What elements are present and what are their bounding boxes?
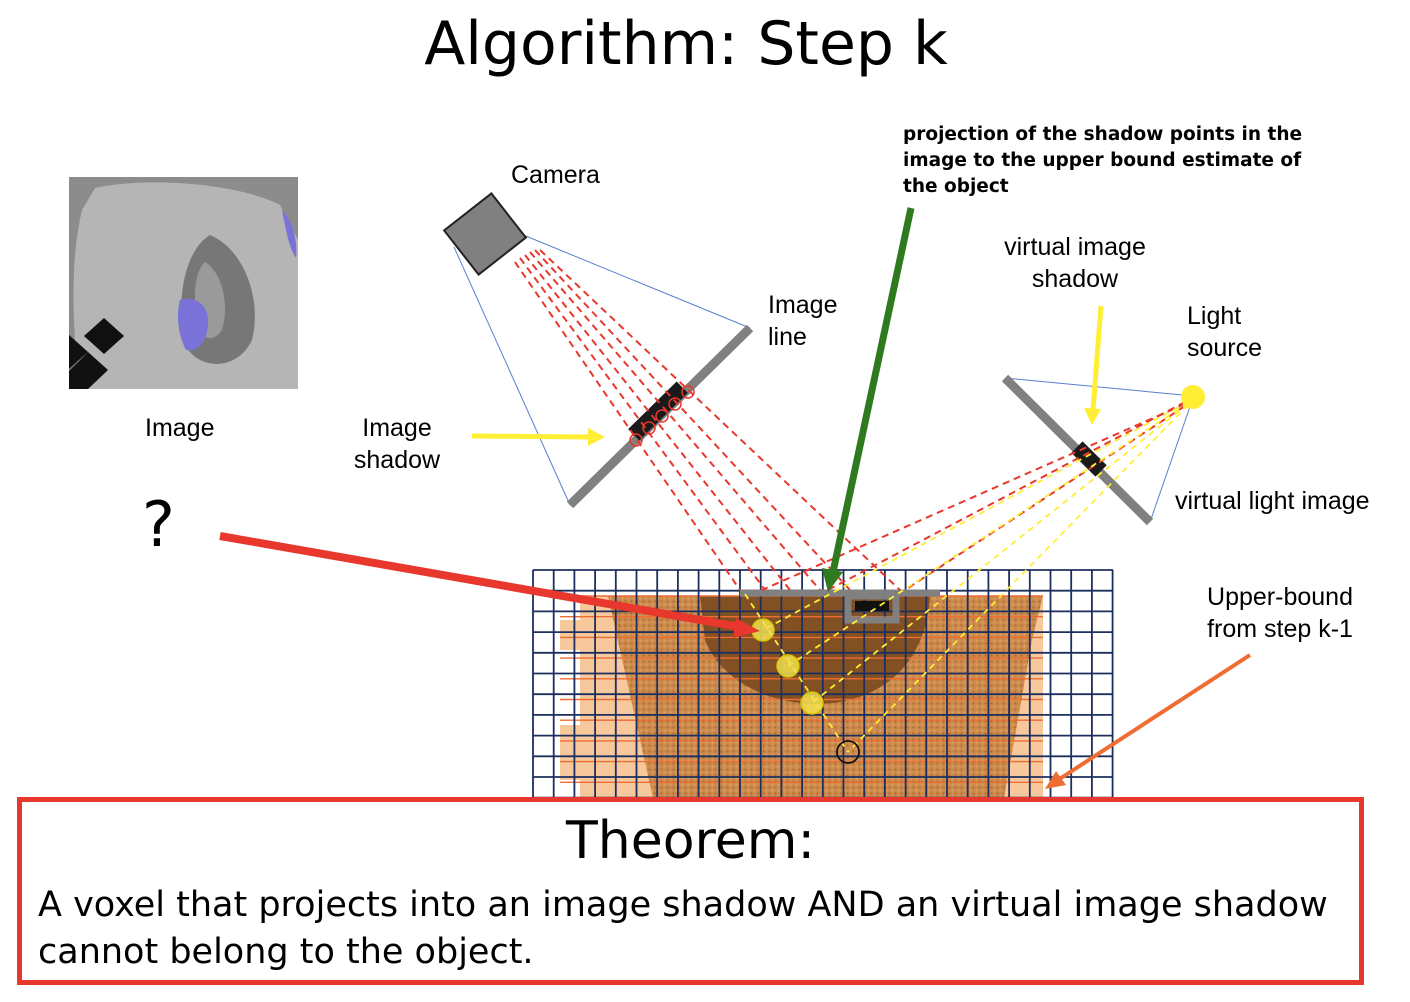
- image-shadow-arrow: [471, 428, 605, 446]
- virtual-image-shadow-label: virtual image shadow: [1004, 233, 1146, 293]
- projection-note: projection of the shadow points in the i…: [903, 124, 1303, 197]
- question-arrow: [219, 532, 760, 638]
- camera-frustum: [453, 231, 751, 506]
- projected-image-line: [740, 589, 940, 624]
- camera-icon: [442, 192, 528, 276]
- camera-label: Camera: [511, 161, 600, 189]
- upper-bound-label: Upper-bound from step k-1: [1207, 583, 1353, 643]
- projection-arrow: [822, 207, 915, 592]
- page-title: Algorithm: Step k: [424, 9, 948, 79]
- image-line-label: Image line: [768, 291, 838, 351]
- image-label: Image: [145, 414, 215, 442]
- light-source-icon: [1181, 385, 1205, 409]
- virtual-shadow-rays: [744, 401, 1189, 753]
- theorem-box: Theorem: A voxel that projects into an i…: [17, 797, 1364, 985]
- virtual-light-image-label: virtual light image: [1175, 487, 1370, 515]
- light-source-label: Light source: [1187, 302, 1263, 362]
- theorem-text: A voxel that projects into an image shad…: [38, 885, 1328, 972]
- light-frustum: [1004, 377, 1194, 523]
- image-shadow-label: Image shadow: [353, 414, 441, 474]
- virtual-image-shadow-arrow: [1084, 305, 1104, 425]
- theorem-heading: Theorem:: [566, 811, 815, 871]
- upper-bound-arrow: [1045, 653, 1252, 789]
- object-image: [69, 177, 298, 389]
- question-mark: ?: [142, 488, 175, 561]
